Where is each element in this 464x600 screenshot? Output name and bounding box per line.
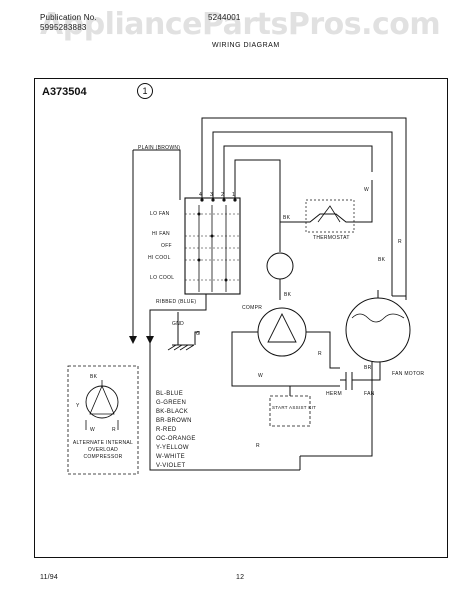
legend-item: BK-BLACK	[156, 409, 189, 415]
label-lo-cool: LO COOL	[150, 275, 175, 281]
legend-item: R-RED	[156, 427, 177, 433]
label-alternate-overload: ALTERNATE INTERNAL OVERLOAD COMPRESSOR	[72, 440, 134, 460]
legend-item: BL-BLUE	[156, 391, 184, 397]
label-plain-brown: PLAIN (BROWN)	[138, 145, 181, 151]
label-start-assist: START ASSIST KIT	[272, 405, 317, 410]
legend-item: V-VIOLET	[156, 463, 186, 469]
wire-label-bk-alt: BK	[90, 374, 98, 380]
legend-item: Y-YELLOW	[156, 445, 189, 451]
wire-loop-outer	[201, 117, 407, 300]
wire-color-legend: BL-BLUE G-GREEN BK-BLACK BR-BROWN R-RED …	[156, 390, 196, 471]
wire-plain-brown	[133, 149, 181, 200]
label-lo-fan: LO FAN	[150, 211, 170, 217]
wire-loop-2	[212, 131, 393, 296]
legend-item: OC-ORANGE	[156, 436, 196, 442]
diagram-frame	[34, 78, 448, 558]
publication-number: 5995283883	[40, 23, 87, 32]
wire-loop-3	[223, 145, 373, 200]
footer-date: 11/94	[40, 574, 58, 581]
wire-label-r-compr: R	[318, 351, 322, 357]
wire-right-return	[300, 376, 373, 457]
wire-bottom-return	[149, 338, 200, 471]
thermostat-box	[305, 199, 355, 233]
terminal-label-1: 1	[232, 192, 236, 198]
label-gnd: GND	[172, 321, 185, 327]
label-herm: HERM	[326, 391, 342, 397]
wire-label-w-compr: W	[258, 373, 264, 379]
wire-label-y-alt: Y	[76, 403, 80, 409]
wire-label-r-alt: R	[112, 427, 116, 433]
wire-label-r-bottom: R	[256, 443, 260, 449]
note-marker: 1	[137, 83, 153, 99]
arrow-head-left	[129, 336, 137, 344]
label-hi-cool: HI COOL	[148, 255, 171, 261]
fan-motor-symbol	[345, 297, 411, 363]
label-hi-fan: HI FAN	[152, 231, 170, 237]
part-number: 5244001	[208, 13, 241, 22]
wire-loop-4	[234, 159, 281, 222]
selector-switch	[184, 197, 241, 295]
thermostat-wire	[280, 180, 373, 223]
wire-label-br: BR	[364, 365, 372, 371]
wire-label-bk-right: BK	[378, 257, 386, 263]
legend-item: BR-BROWN	[156, 418, 192, 424]
wire-label-w-alt: W	[90, 427, 96, 433]
overload-protector	[266, 252, 294, 280]
terminal-label-2: 2	[221, 192, 225, 198]
label-g: G	[196, 331, 201, 337]
footer-page-number: 12	[236, 574, 245, 581]
publication-label: Publication No.	[40, 13, 97, 22]
label-off: OFF	[161, 243, 172, 249]
label-fan-motor: FAN MOTOR	[392, 371, 425, 377]
legend-item: W-WHITE	[156, 454, 185, 460]
legend-item: G-GREEN	[156, 400, 187, 406]
run-capacitor	[340, 372, 362, 390]
ground-wire	[172, 312, 200, 346]
page-title: WIRING DIAGRAM	[212, 42, 280, 49]
watermark-logo: AppliancePartsPros.com	[40, 7, 441, 42]
label-fan: FAN	[364, 391, 375, 397]
terminal-label-3: 3	[210, 192, 214, 198]
label-thermostat: THERMOSTAT	[313, 235, 350, 241]
alternate-overload-box	[67, 365, 139, 475]
label-compr: COMPR	[242, 305, 263, 311]
wire-label-bk-overload: BK	[284, 292, 292, 298]
arrow-head-right	[146, 336, 154, 344]
model-number: A373504	[42, 86, 87, 98]
wire-label-w-top: W	[364, 187, 370, 193]
terminal-label-4: 4	[199, 192, 203, 198]
wire-label-r-right: R	[398, 239, 402, 245]
wire-ribbed-blue	[149, 294, 207, 338]
wire-label-bk-thermo: BK	[283, 215, 291, 221]
start-assist-kit	[269, 395, 311, 427]
compressor-symbol	[257, 307, 307, 357]
label-ribbed-blue: RIBBED (BLUE)	[156, 299, 197, 305]
